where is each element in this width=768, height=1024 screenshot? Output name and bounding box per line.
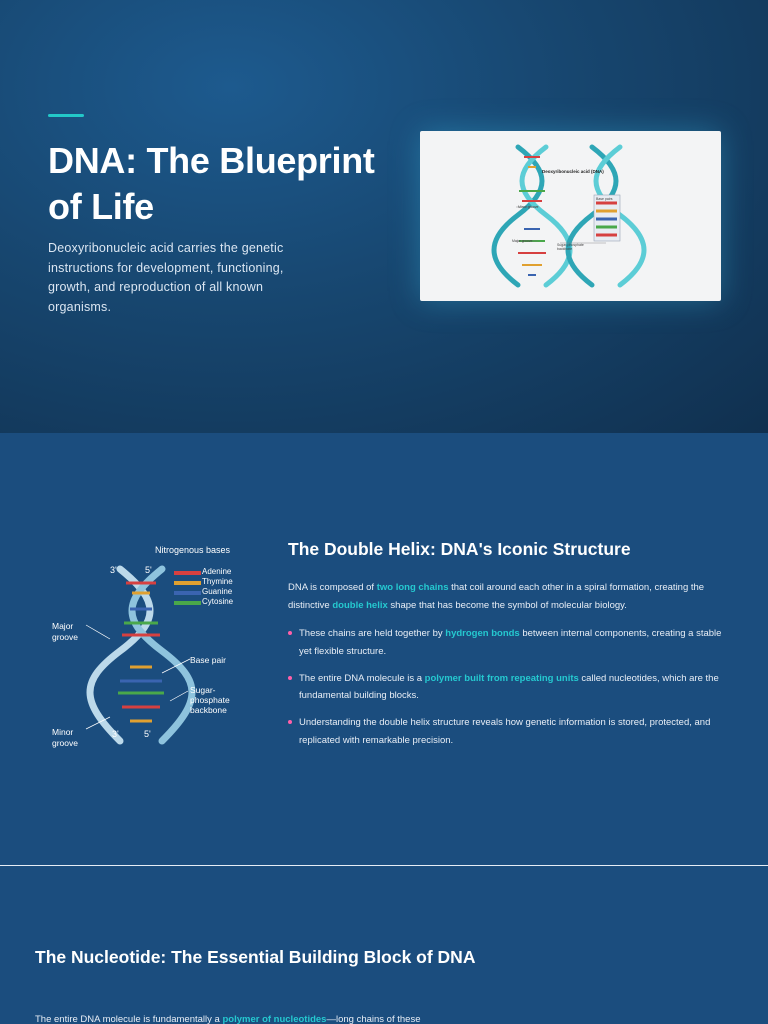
diagram-label-base-pairs: Base pairs [596,197,613,201]
diagram-label-major-groove: Major groove [512,239,533,243]
accent-bar [48,114,84,117]
label-minor-groove: Minor groove [52,727,78,748]
list-item: Understanding the double helix structure… [288,714,734,749]
label-thymine: Thymine [202,577,233,586]
hero-description: Deoxyribonucleic acid carries the geneti… [48,241,284,314]
page-title: DNA: The Blueprint of Life [48,140,375,227]
bullet-dot-icon [288,631,292,635]
highlight-hydrogen-bonds: hydrogen bonds [445,628,520,639]
bullet-text: between internal components, creating a … [299,628,722,657]
label-5-prime-bottom: 5' [144,729,151,739]
bullet-dot-icon [288,675,292,680]
double-helix-bullet-list: These chains are held together by hydrog… [288,625,734,759]
bullet-dot-icon [288,720,292,724]
bullet-text: Understanding the double helix structure… [299,717,711,746]
label-5-prime-top: 5' [145,565,152,575]
label-3-prime-top: 3' [110,565,117,575]
body-text: The entire DNA molecule is fundamentally… [35,1014,223,1024]
nucleotide-body: The entire DNA molecule is fundamentally… [35,1011,475,1024]
bullet-text: called nucleotides, which are the fundam… [299,672,719,702]
hero-section: DNA: The Blueprint of Life Deoxyribonucl… [0,0,768,433]
double-helix-intro: DNA is composed of two long chains that … [288,579,732,614]
highlight-double-helix: double helix [332,599,388,611]
body-text: —long chains of these [326,1014,421,1024]
label-base-pair: Base pair [190,655,226,665]
label-guanine: Guanine [202,587,233,596]
intro-text: shape that has become the symbol of mole… [387,599,627,611]
diagram-title: Deoxyribonucleic acid (DNA) [542,169,604,174]
label-nitrogenous-bases: Nitrogenous bases [155,545,231,555]
double-helix-section: Nitrogenous bases Adenine Thymine Guanin… [0,433,768,866]
double-helix-diagram: Nitrogenous bases Adenine Thymine Guanin… [50,541,255,753]
label-adenine: Adenine [202,567,232,576]
highlight-polymer-of-nucleotides: polymer of nucleotides [222,1014,327,1024]
intro-text: DNA is composed of [288,582,377,593]
bullet-text: These chains are held together by [299,628,446,639]
diagram-label-minor-groove: Minor groove [518,205,539,209]
intro-text: that coil around each other in a spiral … [288,582,705,611]
highlight-polymer: polymer built from repeating units [424,672,579,684]
list-item: The entire DNA molecule is a polymer bui… [288,670,734,705]
label-major-groove: Major groove [52,621,78,642]
nucleotide-section: The Nucleotide: The Essential Building B… [0,866,768,1024]
list-item: These chains are held together by hydrog… [288,625,734,660]
section-title-double-helix: The Double Helix: DNA's Iconic Structure [288,539,631,559]
bullet-text: The entire DNA molecule is a [299,672,425,684]
dna-helix-illustration [491,144,647,288]
section-title-nucleotide: The Nucleotide: The Essential Building B… [35,947,476,967]
dna-diagram-image: Deoxyribonucleic acid (DNA) Minor groove… [420,131,721,301]
label-sugar-phosphate-backbone: Sugar-phosphate backbone [190,685,230,715]
label-cytosine: Cytosine [202,597,234,606]
highlight-two-long-chains: two long chains [376,582,449,593]
double-helix-illustration [85,565,201,745]
diagram-label-sugar-phosphate: Sugar-phosphate backbone [557,243,584,251]
label-3-prime-bottom: 3' [112,729,119,739]
